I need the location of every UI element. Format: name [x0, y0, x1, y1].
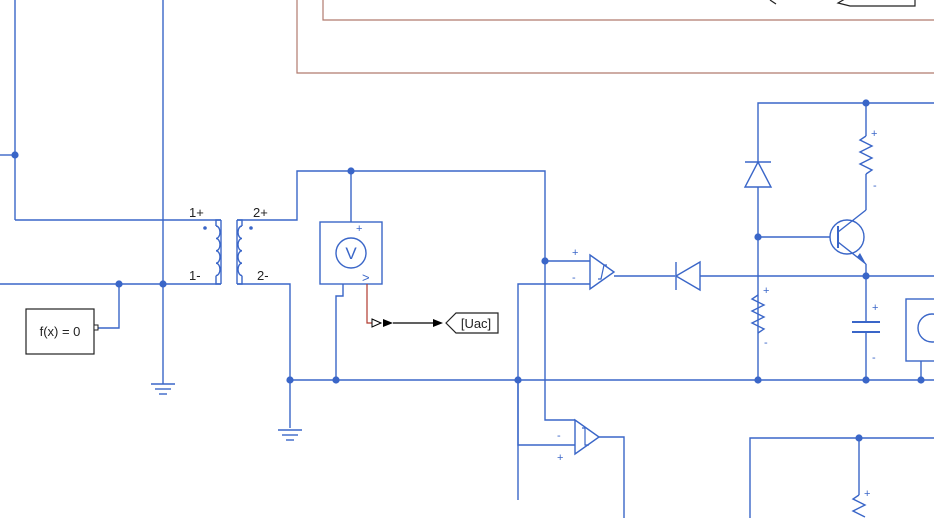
transformer-label-1plus: 1+	[189, 205, 204, 220]
transistor-npn[interactable]	[829, 209, 867, 276]
voltmeter-plus: +	[356, 223, 362, 235]
resistor-bottom-plus: +	[864, 488, 870, 500]
resistor-top-minus: -	[873, 180, 877, 192]
fcn-block-label: f(x) = 0	[40, 324, 81, 339]
voltmeter-output-port: >	[362, 270, 370, 285]
left-wiring[interactable]	[0, 0, 221, 378]
comparator-top[interactable]: + -	[517, 247, 616, 500]
diode-horizontal[interactable]	[614, 260, 934, 292]
resistor-top[interactable]: + -	[858, 128, 877, 210]
comparator-top-minus: -	[572, 272, 576, 284]
resistor-top-plus: +	[871, 128, 877, 140]
comparator-bottom-plus: +	[557, 452, 563, 464]
resistor-left[interactable]: + -	[750, 285, 769, 349]
resistor-left-minus: -	[764, 337, 768, 349]
transformer-label-2plus: 2+	[253, 205, 268, 220]
comparator-top-plus: +	[572, 247, 578, 259]
goto-block-uac[interactable]: [Uac]	[445, 312, 499, 334]
diode-vertical[interactable]	[743, 160, 773, 188]
transformer-block[interactable]: 1+ 1- 2+ 2-	[189, 205, 269, 285]
voltage-measurement-block[interactable]: V + >	[319, 221, 383, 285]
transformer-label-1minus: 1-	[189, 268, 201, 283]
ground-symbol-middle	[278, 429, 302, 441]
comparator-bottom[interactable]: - +	[517, 380, 625, 518]
signal-line-uac[interactable]	[366, 284, 443, 328]
capacitor-minus: -	[872, 352, 876, 364]
subsystem-area[interactable]	[296, 0, 934, 74]
resistor-left-plus: +	[763, 285, 769, 297]
capacitor-plus: +	[872, 302, 878, 314]
goto-tag-label: [Uac]	[461, 316, 491, 331]
comparator-bottom-minus: -	[557, 430, 561, 442]
right-circuit[interactable]	[754, 99, 934, 384]
transformer-label-2minus: 2-	[257, 268, 269, 283]
voltmeter-symbol: V	[345, 244, 357, 263]
capacitor[interactable]: + -	[852, 302, 880, 364]
voltage-measurement-right[interactable]	[905, 298, 934, 362]
bottom-right-circuit[interactable]: +	[749, 434, 934, 518]
fcn-block[interactable]: f(x) = 0	[25, 308, 99, 355]
secondary-wiring[interactable]	[237, 167, 934, 428]
ground-symbol-left	[151, 378, 175, 395]
